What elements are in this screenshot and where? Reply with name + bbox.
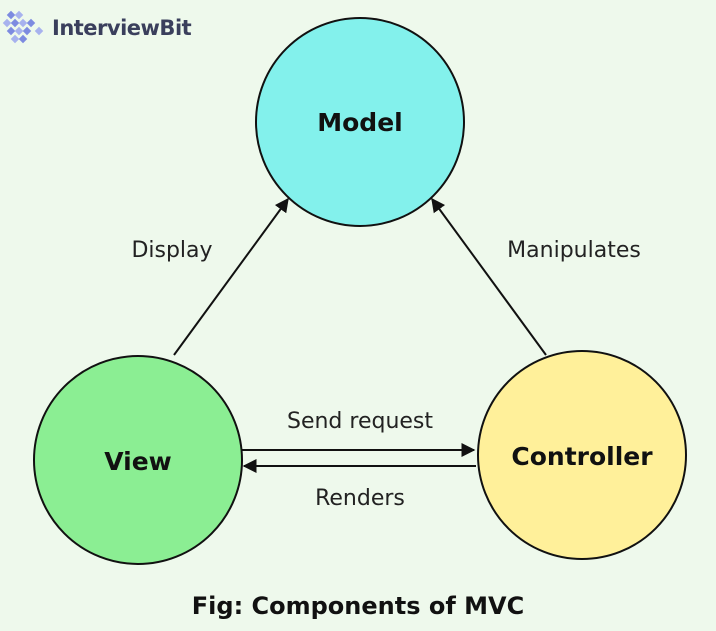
- brand-logo[interactable]: InterviewBit: [0, 10, 192, 46]
- edge-label-send-request: Send request: [287, 409, 433, 434]
- edge-label-display: Display: [131, 238, 212, 263]
- edge-view-to-model: [173, 197, 289, 356]
- figure-caption: Fig: Components of MVC: [192, 592, 524, 620]
- node-view-label: View: [104, 447, 172, 476]
- brand-name: InterviewBit: [52, 16, 192, 40]
- node-view: [33, 355, 243, 565]
- edge-controller-to-model: [431, 197, 547, 356]
- node-controller-label: Controller: [511, 442, 653, 471]
- node-controller: [477, 350, 687, 560]
- edge-label-renders: Renders: [315, 486, 405, 511]
- node-model-label: Model: [317, 108, 402, 137]
- node-model: [255, 17, 465, 227]
- diamond-lattice-icon: [2, 10, 44, 44]
- edge-label-manipulates: Manipulates: [507, 238, 641, 263]
